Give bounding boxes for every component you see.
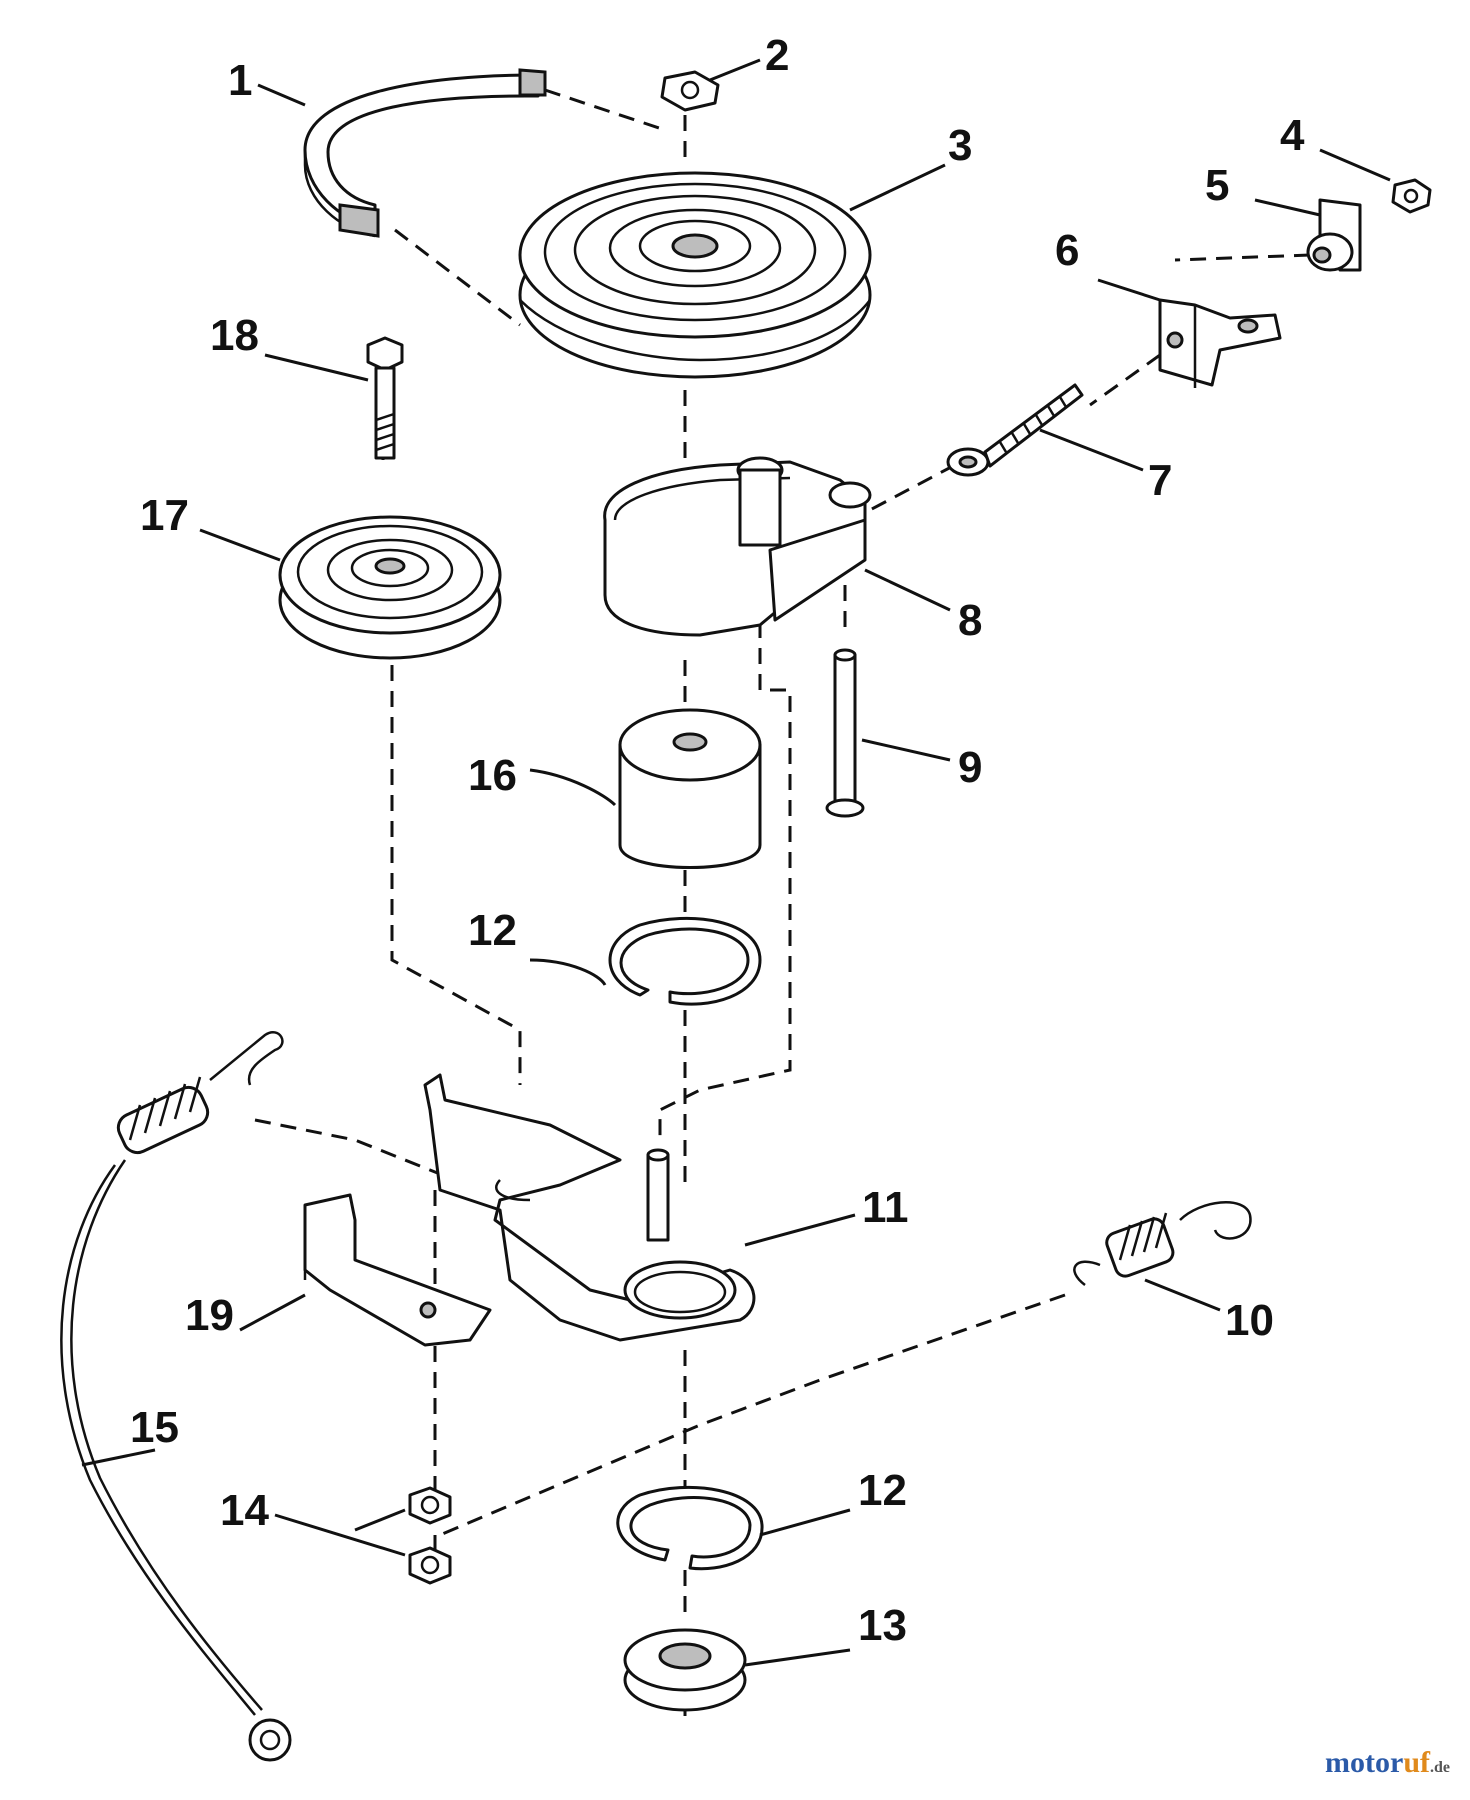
callout-7: 7: [1148, 456, 1172, 505]
callout-5: 5: [1205, 161, 1229, 210]
part-7-eye-bolt: [946, 383, 1084, 477]
callout-19: 19: [185, 1291, 234, 1340]
part-2-hex-nut: [660, 70, 720, 112]
part-11-mounting-plate: [423, 1073, 756, 1342]
callout-6: 6: [1055, 226, 1079, 275]
part-17-small-pulley: [278, 515, 502, 660]
callout-11: 11: [862, 1183, 909, 1232]
part-10-spring: [1073, 1201, 1252, 1286]
callout-12-lower: 12: [858, 1466, 907, 1515]
part-4-nut: [1391, 178, 1432, 214]
callout-14: 14: [220, 1486, 269, 1535]
callout-10: 10: [1225, 1296, 1274, 1345]
part-14-hex-nuts: [408, 1486, 452, 1585]
callout-16: 16: [468, 751, 517, 800]
part-5-cable-clip: [1306, 198, 1362, 272]
part-15-cable-spring: [60, 1031, 292, 1762]
part-3-large-pulley: [518, 171, 872, 379]
callout-3: 3: [948, 121, 972, 170]
callout-17: 17: [140, 491, 189, 540]
callout-1: 1: [228, 56, 252, 105]
part-8-idler-arm: [603, 456, 872, 637]
part-13-flat-washer: [623, 1628, 747, 1712]
callout-4: 4: [1280, 111, 1305, 160]
part-12-retaining-ring-lower: [616, 1485, 764, 1571]
part-12-retaining-ring-upper: [608, 916, 762, 1006]
part-18-hex-bolt: [366, 336, 404, 460]
callout-18: 18: [210, 311, 259, 360]
part-1-belt-guard: [303, 68, 547, 238]
callout-numbers: 1 2 3 4 5 6 7 8 9 10 11 12 12 13 14 15 1…: [130, 31, 1305, 1650]
part-16-spacer: [618, 708, 762, 869]
callout-13: 13: [858, 1601, 907, 1650]
part-9-pin: [825, 648, 865, 818]
leader-lines: [81, 58, 1391, 1667]
callout-9: 9: [958, 743, 982, 792]
callout-12-upper: 12: [468, 906, 517, 955]
part-19-lower-bracket: [303, 1193, 492, 1347]
callout-2: 2: [765, 31, 789, 80]
callout-8: 8: [958, 596, 982, 645]
watermark-logo: motoruf.de: [1325, 1746, 1450, 1779]
callout-15: 15: [130, 1403, 179, 1452]
part-6-angle-bracket: [1158, 298, 1282, 388]
